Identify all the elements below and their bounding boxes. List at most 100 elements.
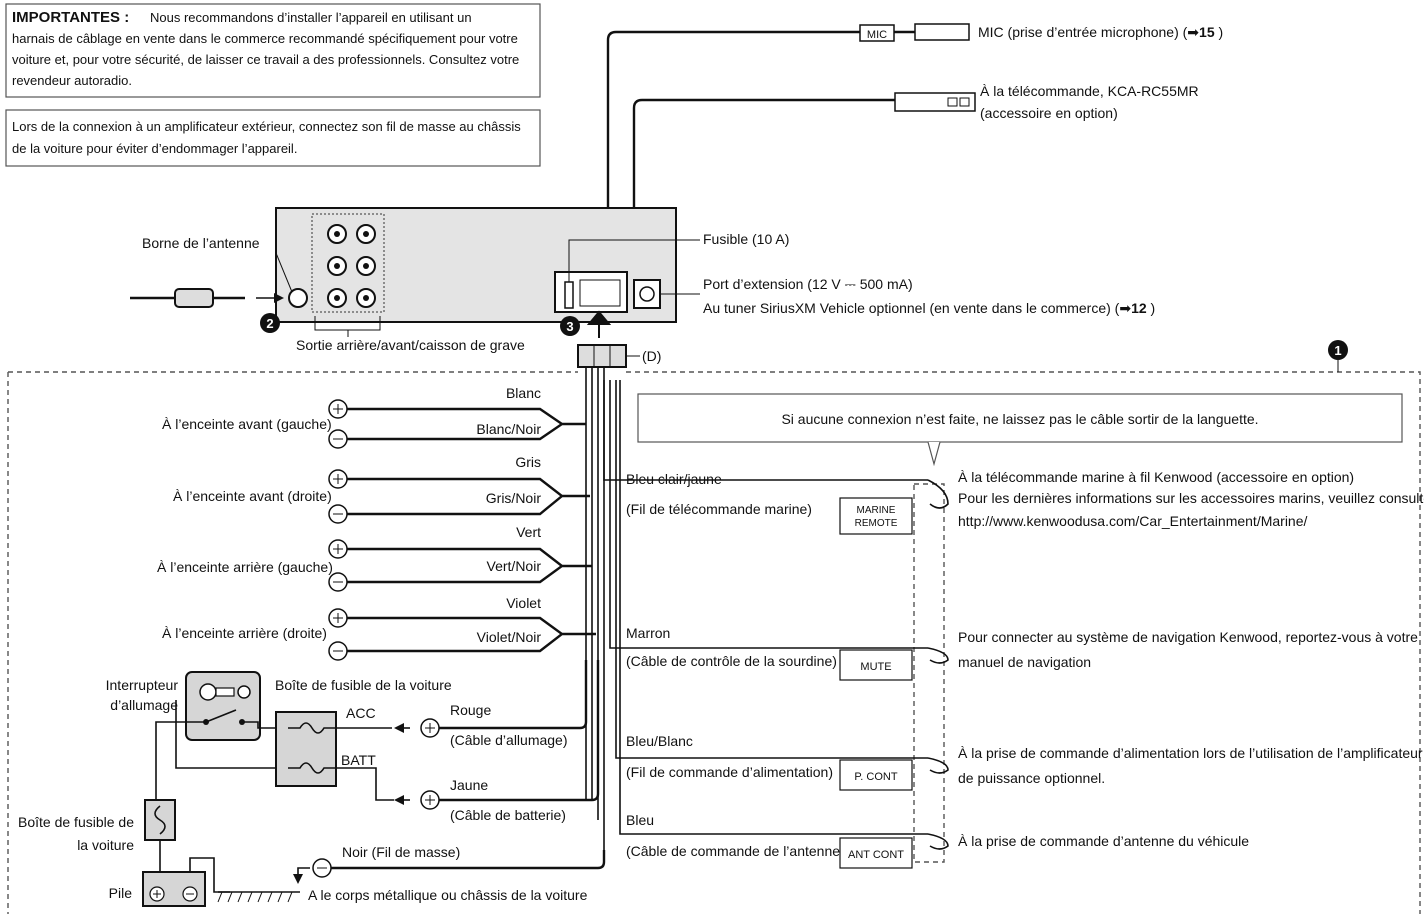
mute-tag [839, 649, 913, 681]
important-text-1: Nous recommandons d’installer l’appareil… [150, 10, 472, 25]
lead-wire-2 [609, 380, 928, 649]
wire-color-pos: Blanc [506, 385, 541, 401]
speaker-label: À l’enceinte avant (gauche) [162, 416, 332, 432]
rear-output-label: Sortie arrière/avant/caisson de grave [296, 337, 525, 353]
ground-wire-label: Noir (Fil de masse) [342, 844, 460, 860]
ignition-label-2: d’allumage [110, 697, 178, 713]
battery-label: Pile [109, 885, 133, 901]
remote-label-2: (accessoire en option) [980, 105, 1118, 121]
head-unit [275, 207, 677, 323]
fuse-box-left [144, 799, 176, 841]
fuse-box-left-2: la voiture [77, 837, 134, 853]
harness-boundary [7, 371, 1421, 914]
ignition-label-1: Interrupteur [106, 677, 179, 693]
important-text-3: voiture et, pour votre sécurité, de lais… [12, 52, 519, 67]
up-arrow-icon [586, 310, 612, 338]
ignition-switch [185, 671, 261, 741]
harness-bundle [585, 367, 605, 850]
important-note: IMPORTANTES : Nous recommandons d’instal… [5, 3, 541, 98]
lead-desc: (Fil de télécommande marine) [626, 501, 812, 517]
lead-wire-3 [615, 380, 928, 759]
num-1-badge: 1 [1328, 340, 1348, 372]
tag-line-1: ANT CONT [848, 849, 904, 861]
lead-wire-1 [603, 380, 928, 481]
important-text-2: harnais de câblage en vente dans le comm… [12, 31, 518, 46]
rca-bracket [314, 316, 381, 337]
expansion-port-label: Port d’extension (12 V ⎓ 500 mA) [703, 276, 913, 292]
speaker-label: À l’enceinte arrière (gauche) [157, 559, 333, 575]
lead-note-1: Pour connecter au système de navigation … [958, 629, 1418, 645]
batt-wire [336, 767, 394, 801]
p-cont-tag [839, 759, 913, 791]
wire-color-neg: Violet/Noir [477, 629, 542, 645]
fuse-icon [564, 281, 574, 309]
amp-note-1: Lors de la connexion à un amplificateur … [12, 119, 521, 134]
amp-note-2: de la voiture pour éviter d’endommager l… [12, 141, 297, 156]
yellow-wire-label: Jaune [450, 777, 488, 793]
wire-color-pos: Vert [516, 524, 541, 540]
speaker-label: À l’enceinte arrière (droite) [162, 625, 327, 641]
amplifier-note: Lors de la connexion à un amplificateur … [5, 109, 541, 167]
tag-line-1: MUTE [860, 661, 891, 673]
important-heading: IMPORTANTES : [12, 9, 129, 26]
antenna-cable [130, 288, 284, 308]
speaker-label: À l’enceinte avant (droite) [173, 488, 332, 504]
siriusxm-label: Au tuner SiriusXM Vehicle optionnel (en … [703, 300, 1155, 316]
ign-to-fuse [242, 721, 276, 729]
expansion-port [633, 279, 661, 309]
important-text-4: revendeur autoradio. [12, 73, 132, 88]
battery-icon [142, 857, 230, 907]
svg-text:3: 3 [566, 319, 573, 334]
wire-color-neg: Blanc/Noir [476, 421, 541, 437]
lead-note-3: http://www.kenwoodusa.com/Car_Entertainm… [958, 513, 1307, 529]
lead-wire-label: Marron [626, 625, 670, 641]
tag-line-1: P. CONT [854, 771, 897, 783]
chassis-label: A le corps métallique ou châssis de la v… [308, 887, 588, 903]
remote-plug [894, 92, 976, 112]
car-fuse-box [275, 711, 337, 787]
wire-color-neg: Vert/Noir [487, 558, 542, 574]
num-2-badge: 2 [260, 313, 280, 333]
remote-label-1: À la télécommande, KCA-RC55MR [980, 83, 1199, 99]
wire-end-coil [927, 479, 949, 509]
svg-text:1: 1 [1334, 343, 1341, 358]
mic-label: MIC (prise d’entrée microphone) (➡15 ) [978, 24, 1223, 40]
antenna-jack [288, 288, 308, 308]
antenna-terminal-label: Borne de l’antenne [142, 235, 260, 251]
speaker-rear-left: À l’enceinte arrière (gauche) Vert Vert/… [157, 524, 592, 592]
lead-wire-label: Bleu/Blanc [626, 733, 693, 749]
lead-wire-label: Bleu [626, 812, 654, 828]
red-wire-label: Rouge [450, 702, 491, 718]
lead-desc: (Câble de contrôle de la sourdine) [626, 653, 837, 669]
fuse-box-left-1: Boîte de fusible de [18, 814, 134, 830]
red-wire-desc: (Câble d’allumage) [450, 732, 568, 748]
lead-note-2: manuel de navigation [958, 654, 1091, 670]
marine-remote-tag [839, 497, 913, 535]
connector-d-label: (D) [642, 348, 661, 364]
antenna-pointer [275, 252, 293, 293]
svg-text:2: 2 [266, 316, 273, 331]
mic-tag-label: MIC [867, 29, 887, 41]
wire-color-pos: Violet [506, 595, 541, 611]
connector-d [577, 344, 640, 368]
tag-line-2: REMOTE [855, 518, 898, 529]
tongue-note: Si aucune connexion n’est faite, ne lais… [781, 411, 1258, 427]
lead-desc: (Fil de commande d’alimentation) [626, 764, 833, 780]
mic-plug [914, 23, 970, 41]
lead-wire-4 [619, 380, 928, 835]
fuse-pointer [568, 239, 700, 282]
lead-note-1: À la télécommande marine à fil Kenwood (… [958, 469, 1354, 485]
tongue-note-box [637, 393, 1403, 443]
lead-note-2: Pour les dernières informations sur les … [958, 490, 1424, 506]
speaker-front-right: À l’enceinte avant (droite) Gris Gris/No… [173, 454, 590, 524]
batt-label: BATT [341, 752, 376, 768]
wire-color-pos: Gris [515, 454, 541, 470]
lead-note-1: À la prise de commande d’alimentation lo… [958, 745, 1423, 761]
lead-wire-label: Bleu clair/jaune [626, 471, 722, 487]
lead-note-2: de puissance optionnel. [958, 770, 1105, 786]
tag-line-1: MARINE [857, 505, 896, 516]
wire-color-neg: Gris/Noir [486, 490, 542, 506]
speaker-rear-right: À l’enceinte arrière (droite) Violet Vio… [162, 595, 596, 661]
mic-cable [606, 30, 862, 208]
